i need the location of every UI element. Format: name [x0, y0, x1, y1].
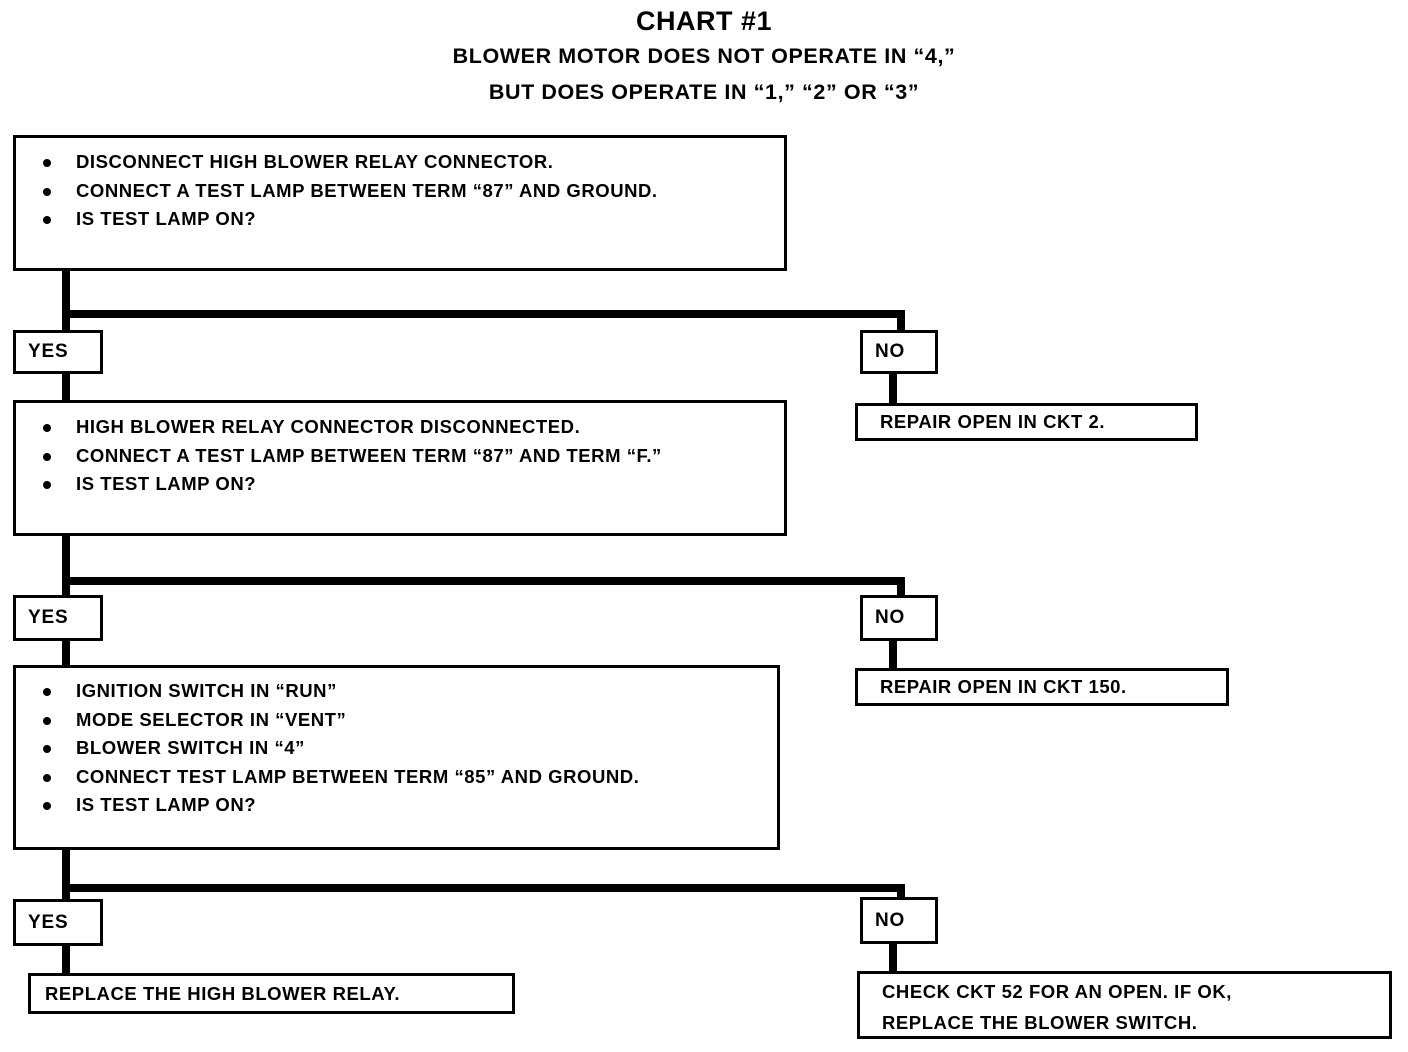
step-2-list: HIGH BLOWER RELAY CONNECTOR DISCONNECTED… [16, 413, 784, 499]
outcome-no-2-box: REPAIR OPEN IN CKT 150. [855, 668, 1229, 706]
outcome-no-1-box: REPAIR OPEN IN CKT 2. [855, 403, 1198, 441]
connector-step3-branch [62, 884, 905, 892]
branch-label: YES [28, 341, 69, 362]
outcome-text: REPLACE THE HIGH BLOWER RELAY. [45, 983, 401, 1004]
list-item: IS TEST LAMP ON? [16, 470, 784, 499]
connector-step2-yes-drop [62, 577, 70, 597]
outcome-yes-3-box: REPLACE THE HIGH BLOWER RELAY. [28, 973, 515, 1014]
outcome-text: REPAIR OPEN IN CKT 150. [880, 676, 1127, 697]
connector-no2-to-outcome [889, 641, 897, 668]
branch-label: NO [875, 341, 906, 362]
connector-no1-to-outcome [889, 374, 897, 403]
branch-label: YES [28, 911, 69, 933]
step-1-box: DISCONNECT HIGH BLOWER RELAY CONNECTOR. … [13, 135, 787, 271]
connector-step3-yes-drop [62, 884, 70, 901]
step-1-list: DISCONNECT HIGH BLOWER RELAY CONNECTOR. … [16, 148, 784, 234]
branch-yes-1: YES [13, 330, 103, 374]
branch-label: NO [875, 607, 906, 628]
page-title: CHART #1 [635, 6, 773, 36]
list-item: CONNECT A TEST LAMP BETWEEN TERM “87” AN… [16, 442, 784, 471]
outcome-text-line-1: CHECK CKT 52 FOR AN OPEN. IF OK, [882, 981, 1232, 1002]
outcome-text: REPAIR OPEN IN CKT 2. [880, 411, 1106, 432]
connector-step3-stem [62, 850, 70, 895]
branch-yes-2: YES [13, 595, 103, 641]
connector-yes3-to-outcome [62, 946, 70, 973]
connector-step2-stem [62, 536, 70, 585]
list-item: DISCONNECT HIGH BLOWER RELAY CONNECTOR. [16, 148, 784, 177]
branch-no-2: NO [860, 595, 938, 641]
connector-step1-yes-drop [62, 310, 70, 332]
outcome-text-line-2: REPLACE THE BLOWER SWITCH. [882, 1012, 1198, 1033]
subtitle-line-2: BUT DOES OPERATE IN “1,” “2” OR “3” [488, 80, 920, 104]
branch-label: NO [875, 909, 906, 931]
step-3-box: IGNITION SWITCH IN “RUN” MODE SELECTOR I… [13, 665, 780, 850]
connector-step2-branch [62, 577, 905, 585]
list-item: IS TEST LAMP ON? [16, 791, 777, 820]
list-item: IGNITION SWITCH IN “RUN” [16, 677, 777, 706]
connector-no3-to-outcome [889, 944, 897, 971]
subtitle-line-1: BLOWER MOTOR DOES NOT OPERATE IN “4,” [452, 44, 956, 68]
connector-step1-no-drop [897, 310, 905, 332]
connector-yes2-to-step3 [62, 641, 70, 665]
connector-yes1-to-step2 [62, 374, 70, 403]
list-item: CONNECT A TEST LAMP BETWEEN TERM “87” AN… [16, 177, 784, 206]
title-block: CHART #1 BLOWER MOTOR DOES NOT OPERATE I… [0, 0, 1408, 110]
connector-step1-branch [62, 310, 905, 318]
branch-no-3: NO [860, 897, 938, 944]
branch-no-1: NO [860, 330, 938, 374]
branch-label: YES [28, 607, 69, 628]
connector-step3-no-drop [897, 884, 905, 901]
outcome-no-3-box: CHECK CKT 52 FOR AN OPEN. IF OK, REPLACE… [857, 971, 1392, 1039]
list-item: MODE SELECTOR IN “VENT” [16, 706, 777, 735]
step-3-list: IGNITION SWITCH IN “RUN” MODE SELECTOR I… [16, 677, 777, 820]
connector-step1-stem [62, 271, 70, 318]
branch-yes-3: YES [13, 899, 103, 946]
step-2-box: HIGH BLOWER RELAY CONNECTOR DISCONNECTED… [13, 400, 787, 536]
list-item: BLOWER SWITCH IN “4” [16, 734, 777, 763]
list-item: HIGH BLOWER RELAY CONNECTOR DISCONNECTED… [16, 413, 784, 442]
list-item: IS TEST LAMP ON? [16, 205, 784, 234]
connector-step2-no-drop [897, 577, 905, 597]
list-item: CONNECT TEST LAMP BETWEEN TERM “85” AND … [16, 763, 777, 792]
